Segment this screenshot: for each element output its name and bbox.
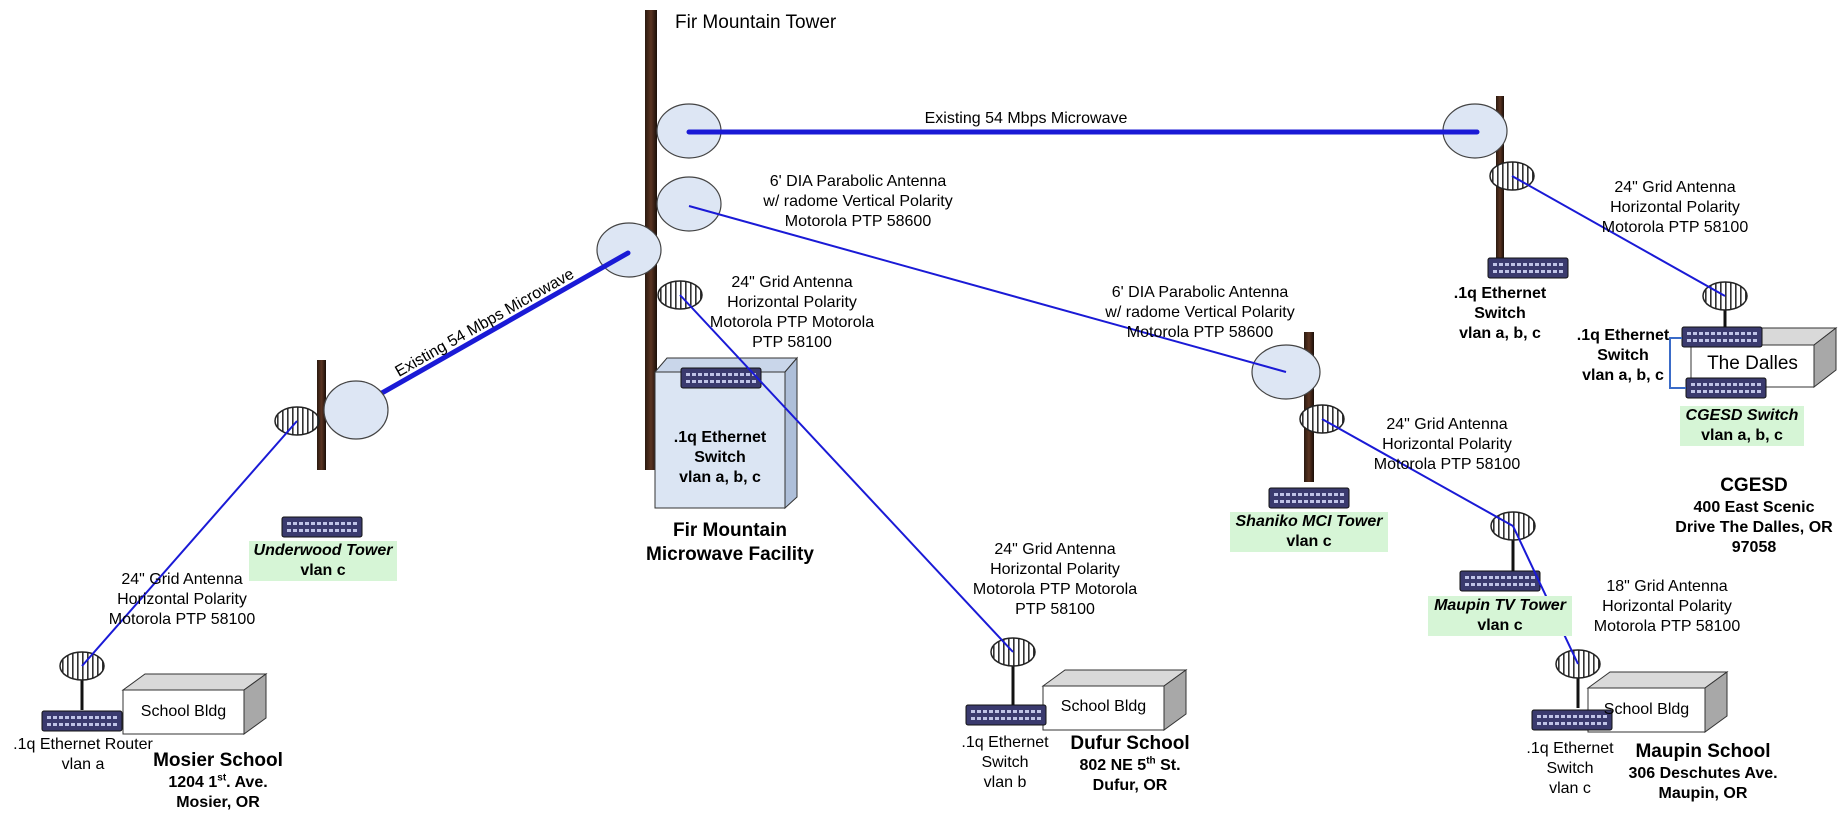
mosier-switch-icon: [41, 710, 123, 732]
link-underwood-mosier: [81, 420, 298, 667]
shaniko-para-antenna-label: 6' DIA Parabolic Antenna w/ radome Verti…: [1105, 284, 1295, 341]
shaniko-tower-tag: Shaniko MCI Tower vlan c: [1230, 512, 1388, 552]
fir-switch-label: .1q Ethernet Switch vlan a, b, c: [673, 429, 767, 486]
dufur-device-label: .1q Ethernet Switch vlan b: [961, 734, 1049, 791]
mosier-school-block: Mosier School 1204 1st. Ave. Mosier, OR: [128, 749, 308, 813]
maupin-tv-tower-tag: Maupin TV Tower vlan c: [1428, 596, 1572, 636]
the-dalles-label: The Dalles: [1707, 353, 1798, 374]
link-fir-dufur: [679, 294, 1014, 653]
underwood-switch-icon: [281, 516, 363, 538]
link-fir-dalles-grid: [1511, 175, 1726, 297]
fir-diag-dish: [596, 222, 662, 278]
mosier-school-building: [121, 673, 268, 735]
maupin-antenna-label: 18" Grid Antenna Horizontal Polarity Mot…: [1593, 578, 1741, 635]
underwood-tower: [317, 360, 326, 470]
link-fir-shaniko: [688, 205, 1287, 373]
dalles-tower-switch-label: .1q Ethernet Switch vlan a, b, c: [1453, 285, 1547, 342]
cgesd-switch-tag: CGESD Switch vlan a, b, c: [1680, 406, 1804, 446]
mosier-bldg-label: School Bldg: [140, 703, 227, 720]
dufur-switch-icon: [965, 704, 1047, 726]
fir-facility-label: Fir Mountain Microwave Facility: [646, 520, 814, 565]
link-diag-microwave: [349, 250, 631, 413]
cgesd-address-block: CGESD 400 East Scenic Drive The Dalles, …: [1675, 475, 1833, 556]
fir-switch-icon: [680, 367, 762, 389]
cgesd-switch-text: .1q Ethernet Switch vlan a, b, c: [1576, 327, 1670, 384]
link-top-label: Existing 54 Mbps Microwave: [925, 110, 1128, 127]
fir-para-dish: [656, 176, 722, 232]
dufur-antenna-label: 24" Grid Antenna Horizontal Polarity Mot…: [972, 541, 1138, 618]
cgesd-switch-link: [1669, 337, 1686, 389]
fir-para-antenna-label: 6' DIA Parabolic Antenna w/ radome Verti…: [763, 173, 953, 230]
maupin-school-block: Maupin School 306 Deschutes Ave. Maupin,…: [1628, 741, 1778, 802]
maupin-bldg-label: School Bldg: [1603, 701, 1690, 718]
link-maupin-tv-maupin: [1512, 525, 1579, 665]
link-diag-label: Existing 54 Mbps Microwave: [392, 266, 577, 381]
dufur-school-block: Dufur School 802 NE 5th St. Dufur, OR: [1050, 732, 1210, 796]
shaniko-switch-icon: [1268, 487, 1350, 509]
dalles-antenna-label: 24" Grid Antenna Horizontal Polarity Mot…: [1601, 179, 1749, 236]
shaniko-grid-antenna-label: 24" Grid Antenna Horizontal Polarity Mot…: [1373, 416, 1521, 473]
underwood-dish: [323, 380, 389, 440]
fir-grid-antenna-label: 24" Grid Antenna Horizontal Polarity Mot…: [709, 274, 875, 351]
dufur-school-building: [1041, 669, 1188, 731]
cgesd-switch-upper-icon: [1681, 326, 1763, 348]
maupin-device-label: .1q Ethernet Switch vlan c: [1526, 740, 1614, 797]
maupin-tv-switch-icon: [1459, 570, 1541, 592]
underwood-tower-tag: Underwood Tower vlan c: [249, 541, 397, 581]
mosier-address: 1204 1st. Ave.: [168, 772, 268, 791]
dufur-address: 802 NE 5th St.: [1079, 755, 1181, 774]
link-shaniko-maupin-tv: [1321, 418, 1514, 527]
dufur-bldg-label: School Bldg: [1060, 698, 1147, 715]
mosier-antenna-label: 24" Grid Antenna Horizontal Polarity Mot…: [108, 571, 256, 628]
mosier-device-label: .1q Ethernet Router vlan a: [13, 736, 153, 773]
dalles-tower-switch-icon: [1487, 257, 1569, 279]
cgesd-switch-lower-icon: [1685, 377, 1767, 399]
fir-tower-title: Fir Mountain Tower: [675, 12, 837, 33]
